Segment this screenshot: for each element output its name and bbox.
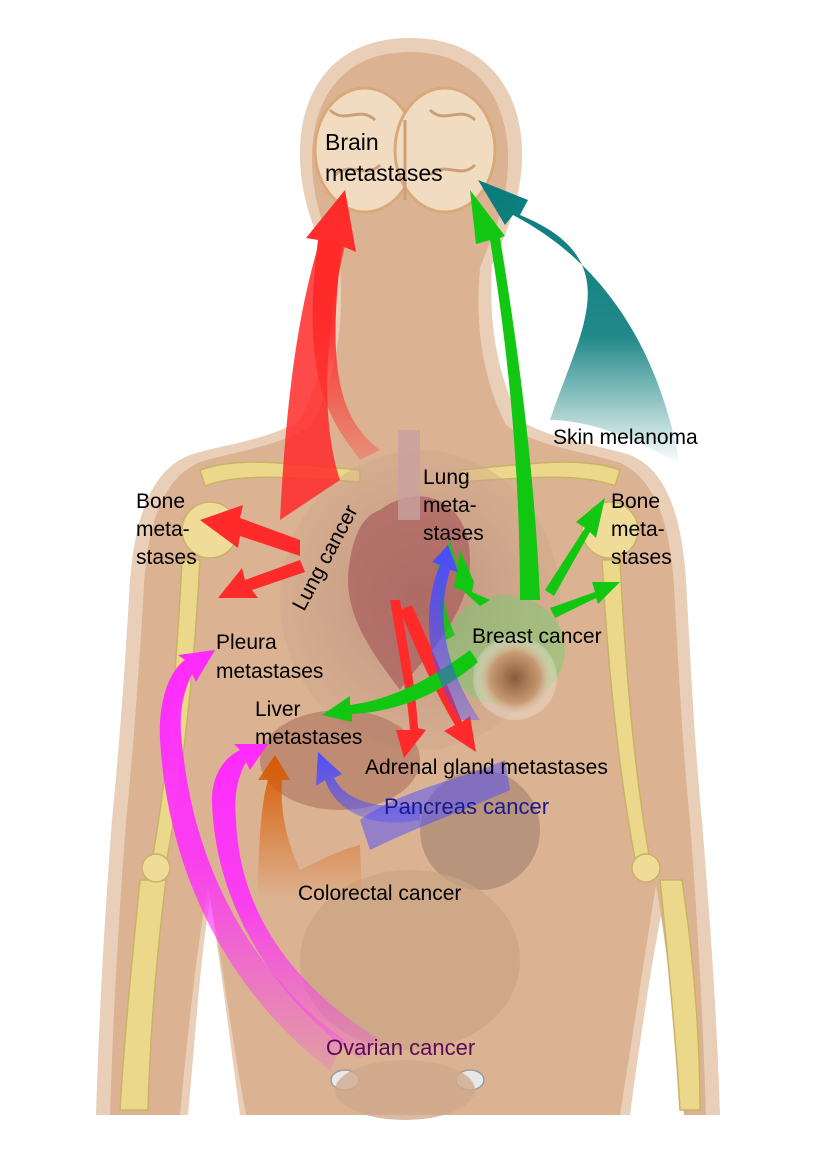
ovarian-cancer-arrows <box>159 650 380 1070</box>
intestines <box>300 870 520 1050</box>
left-forearm <box>119 879 167 1111</box>
label-pleura-1: Pleura <box>216 631 277 654</box>
pancreas-cancer-arrows <box>316 545 510 850</box>
label-pancreas: Pancreas cancer <box>384 794 549 819</box>
arrow-breast-to-right-bone <box>545 498 605 596</box>
label-brain-2: metastases <box>325 160 443 186</box>
label-breast-cancer: Breast cancer <box>472 625 602 648</box>
breast-tumor-icon <box>445 595 565 720</box>
label-pleura-2: metastases <box>216 660 323 683</box>
arrow-pancreas-to-liver <box>316 752 420 823</box>
heart-icon <box>348 496 470 690</box>
label-colorectal: Colorectal cancer <box>298 882 461 905</box>
left-elbow-joint <box>141 853 171 883</box>
label-bone-right-3: stases <box>611 546 672 569</box>
brain-hemisphere-right <box>393 86 497 214</box>
arrow-lung-to-left-shoulder <box>218 560 305 598</box>
label-bone-left-3: stases <box>136 546 197 569</box>
arrow-breast-to-brain <box>470 190 540 600</box>
label-liver-1: Liver <box>255 698 301 721</box>
colorectal-cancer-arrows <box>258 755 362 900</box>
arrow-breast-to-right-shoulder <box>550 582 620 618</box>
arrow-ovarian-to-liver <box>212 744 380 1060</box>
arrow-pancreas-to-lung <box>428 545 480 720</box>
arrow-lung-to-left-bone <box>200 505 300 556</box>
arrow-breast-to-lung <box>454 550 490 606</box>
label-lung-meta-1: Lung <box>423 466 470 489</box>
right-forearm <box>659 879 701 1111</box>
label-liver-2: metastases <box>255 726 362 749</box>
label-adrenal: Adrenal gland metastases <box>365 756 608 779</box>
label-skin-melanoma: Skin melanoma <box>553 426 698 449</box>
label-bone-left-1: Bone <box>136 490 185 513</box>
skin-melanoma-arrow <box>478 180 680 465</box>
brain-folds <box>328 108 477 200</box>
right-elbow-joint <box>631 853 661 883</box>
pelvis <box>335 1060 475 1120</box>
label-bone-right-1: Bone <box>611 490 660 513</box>
label-lung-meta-2: meta- <box>423 494 477 517</box>
skin-melanoma-arrows <box>478 180 680 465</box>
arrow-breast-to-liver <box>322 650 478 722</box>
label-brain: Brain <box>325 129 379 155</box>
label-ovarian: Ovarian cancer <box>326 1035 475 1060</box>
liver <box>260 710 420 810</box>
label-lung-meta-3: stases <box>423 522 484 545</box>
trachea <box>398 430 420 520</box>
brain-icon <box>313 86 497 214</box>
arrow-lung-bulk <box>280 240 345 520</box>
breast-tumor <box>473 636 557 720</box>
label-bone-left-2: meta- <box>136 518 190 541</box>
label-bone-right-2: meta- <box>611 518 665 541</box>
pancreas-body <box>360 760 510 850</box>
arrow-lung-to-liver <box>390 600 426 758</box>
arrow-colorectal-to-liver <box>258 755 362 900</box>
